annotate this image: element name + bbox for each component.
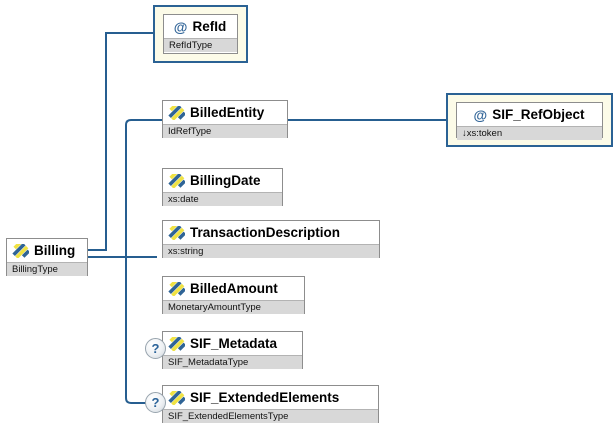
node-label: Billing <box>34 243 76 258</box>
node-type-band: xs:date <box>163 192 282 206</box>
node-type-band: RefIdType <box>164 38 237 52</box>
element-icon <box>168 390 185 405</box>
node-billingdate[interactable]: BillingDate xs:date <box>162 168 283 206</box>
element-icon <box>168 105 185 120</box>
node-type-band: BillingType <box>7 262 87 276</box>
optional-marker-sif-extendedelements: ? <box>145 392 166 413</box>
node-label: TransactionDescription <box>190 225 341 240</box>
node-billedamount-title: BilledAmount <box>163 277 304 300</box>
node-type-band: MonetaryAmountType <box>163 300 304 314</box>
node-sif-refobject-box: @ SIF_RefObject ↓xs:token <box>456 102 603 140</box>
node-type-band: xs:string <box>163 244 379 258</box>
node-transactiondescription-title: TransactionDescription <box>163 221 379 244</box>
node-sif-refobject[interactable]: @ SIF_RefObject ↓xs:token <box>446 93 613 147</box>
node-label: BilledEntity <box>190 105 265 120</box>
element-icon <box>168 225 185 240</box>
attribute-icon: @ <box>473 106 488 123</box>
node-label: BilledAmount <box>190 281 278 296</box>
question-icon: ? <box>151 341 160 356</box>
node-sif-metadata[interactable]: SIF_Metadata SIF_MetadataType <box>162 331 303 369</box>
node-sif-refobject-title: @ SIF_RefObject <box>457 103 602 126</box>
node-billing[interactable]: Billing BillingType <box>6 238 88 276</box>
optional-marker-sif-metadata: ? <box>145 338 166 359</box>
node-sif-extendedelements-title: SIF_ExtendedElements <box>163 386 378 409</box>
node-sif-extendedelements[interactable]: SIF_ExtendedElements SIF_ExtendedElement… <box>162 385 379 423</box>
element-icon <box>168 173 185 188</box>
element-icon <box>168 336 185 351</box>
node-refid-box: @ RefId RefIdType <box>163 14 238 54</box>
element-icon <box>12 243 29 258</box>
node-billingdate-title: BillingDate <box>163 169 282 192</box>
connector-billing-refid <box>88 32 153 251</box>
connector-children-trunk <box>125 119 162 404</box>
node-label: SIF_RefObject <box>492 107 585 122</box>
node-type-band: SIF_ExtendedElementsType <box>163 409 378 423</box>
node-billedamount[interactable]: BilledAmount MonetaryAmountType <box>162 276 305 314</box>
question-icon: ? <box>151 395 160 410</box>
node-sif-metadata-title: SIF_Metadata <box>163 332 302 355</box>
element-icon <box>168 281 185 296</box>
node-billedentity[interactable]: BilledEntity IdRefType <box>162 100 288 138</box>
node-refid[interactable]: @ RefId RefIdType <box>153 5 248 63</box>
node-transactiondescription[interactable]: TransactionDescription xs:string <box>162 220 380 258</box>
node-type-band: ↓xs:token <box>457 126 602 140</box>
node-label: BillingDate <box>190 173 261 188</box>
node-label: RefId <box>192 19 227 34</box>
node-billing-title: Billing <box>7 239 87 262</box>
attribute-icon: @ <box>173 18 188 35</box>
node-type-band: SIF_MetadataType <box>163 355 302 369</box>
node-type-band: IdRefType <box>163 124 287 138</box>
node-refid-title: @ RefId <box>164 15 237 38</box>
node-label: SIF_ExtendedElements <box>190 390 340 405</box>
node-billedentity-title: BilledEntity <box>163 101 287 124</box>
node-label: SIF_Metadata <box>190 336 278 351</box>
